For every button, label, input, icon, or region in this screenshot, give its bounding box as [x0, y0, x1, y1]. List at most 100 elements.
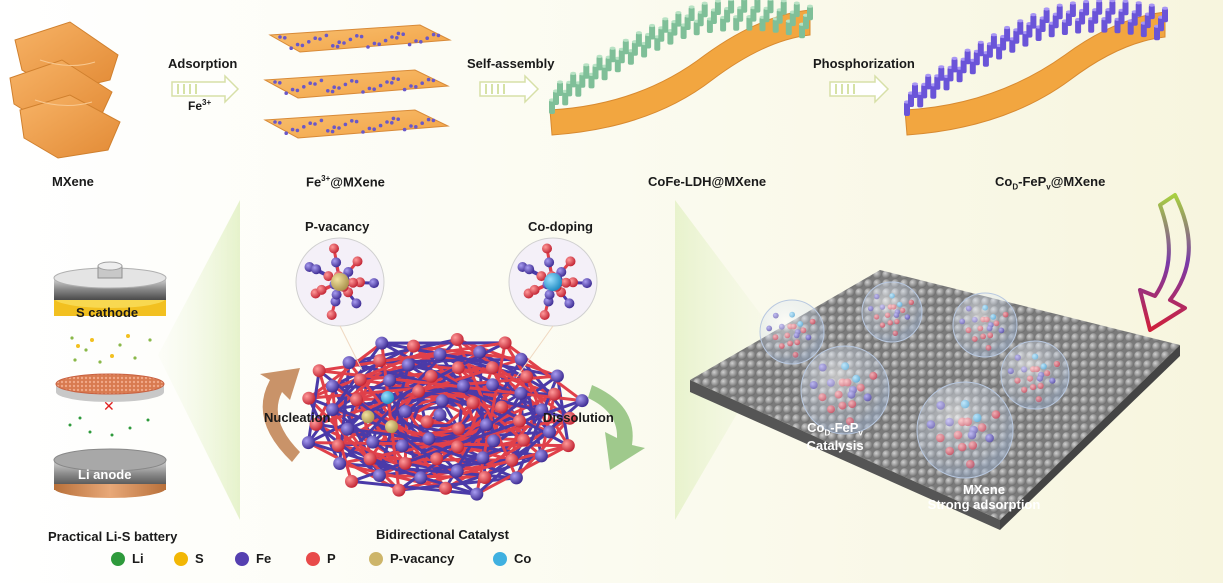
fe-ion-dot: [319, 118, 324, 123]
mxene-surface-illustration: [690, 270, 1180, 530]
catalyst-bubble: [952, 292, 1018, 358]
pillar-top: [622, 38, 629, 42]
fe-ion-dot: [283, 36, 287, 40]
pillar-top: [1017, 19, 1024, 23]
arrow-adsorption-sublabel: Fe3+: [188, 98, 212, 113]
catalyst-bubble: [800, 345, 890, 435]
fe-ion-dot: [431, 78, 436, 83]
fe-ion-dot: [378, 83, 383, 88]
fe-ion-dot: [331, 44, 335, 48]
pillar: [649, 25, 656, 40]
legend-markers: [111, 552, 507, 566]
atom: [534, 449, 548, 463]
fe-ion-dot: [337, 40, 342, 44]
pillar: [1096, 0, 1103, 15]
arrow-phosphorization-label: Phosphorization: [813, 56, 915, 71]
atom: [561, 277, 571, 288]
pillar: [1148, 5, 1155, 20]
li-s-battery-illustration: ✕: [53, 261, 167, 498]
pillar: [1069, 3, 1076, 17]
pillar: [570, 73, 577, 88]
bubble-shell: [800, 345, 890, 435]
fe-ion-dot: [372, 127, 377, 131]
fe-ion-dot: [313, 36, 318, 40]
pillar-top: [662, 17, 669, 21]
fe-ion-dot: [378, 123, 383, 128]
step-fe-mxene-label: Fe3+@MXene: [306, 174, 385, 190]
nucleation-label: Nucleation: [264, 410, 331, 425]
fe-ion-dot: [367, 86, 372, 91]
fe-ion-dot: [377, 42, 382, 46]
atom: [487, 434, 501, 448]
fe-ion-dot: [426, 117, 431, 122]
pillar: [1162, 8, 1168, 23]
fe-ion-dot: [350, 79, 354, 83]
fe-ion-dot: [273, 80, 277, 84]
fe-ion-dot: [385, 120, 389, 124]
bond: [475, 342, 507, 495]
pillar: [964, 50, 971, 65]
pillar-top: [1083, 0, 1090, 4]
fe-ion-dot: [355, 34, 359, 38]
fe-ion-dot: [308, 121, 313, 125]
pillar: [754, 0, 761, 13]
pillar: [741, 0, 748, 13]
atom: [563, 411, 577, 425]
fe-ion-dot: [290, 127, 295, 132]
atom: [395, 439, 409, 453]
pillar-top: [1069, 1, 1076, 5]
pillar-top: [1043, 7, 1050, 11]
legend-label-p: P: [327, 551, 336, 566]
pillar-top: [1030, 13, 1037, 17]
battery-caption: Practical Li-S battery: [48, 529, 178, 544]
atom: [543, 425, 556, 439]
fe-ion-dot: [390, 81, 394, 85]
atom: [373, 354, 387, 368]
fe-ion-dot: [359, 34, 364, 39]
pillar-top: [688, 5, 695, 9]
atom: [480, 418, 493, 432]
atom: [536, 271, 547, 282]
s-cathode-label: S cathode: [76, 305, 139, 320]
legend-dot-pvacancy: [369, 552, 383, 566]
nucleation-arrow: [260, 368, 300, 462]
bond: [504, 341, 583, 402]
pillar-top: [675, 11, 682, 15]
atom: [401, 358, 415, 372]
atom: [529, 284, 540, 295]
legend-dot-s: [174, 552, 188, 566]
pillar-top: [938, 65, 945, 69]
fe-ion-dot: [295, 128, 300, 133]
atom: [433, 348, 447, 361]
fe-ion-dot: [354, 119, 359, 124]
fe-ion-dot: [390, 35, 394, 39]
atom: [450, 333, 464, 346]
atom: [342, 356, 356, 370]
atom: [353, 373, 367, 387]
atom: [564, 298, 575, 309]
fe-ion-dot: [326, 89, 330, 93]
atom: [331, 289, 342, 300]
atom: [513, 414, 526, 428]
bond: [318, 369, 478, 496]
fe-ion-dot: [407, 42, 412, 47]
atom: [424, 369, 438, 383]
fe-ion-dot: [330, 129, 335, 134]
fe-ion-dot: [431, 118, 436, 123]
fe-mxene-sheets-illustration: [263, 24, 452, 139]
fe-ion-dot: [330, 89, 335, 94]
atom: [301, 436, 315, 450]
fe-ion-dot: [284, 91, 289, 95]
fe-ion-dot: [372, 41, 377, 46]
step-cofe-ldh-label: CoFe-LDH@MXene: [648, 174, 767, 189]
arrow-phosphorization: [829, 74, 890, 104]
fe-ion-dot: [420, 121, 425, 125]
arrow-self-assembly-label: Self-assembly: [467, 56, 555, 71]
atom: [478, 471, 492, 484]
pillar-top: [1122, 0, 1129, 3]
pillar: [1017, 20, 1024, 35]
fe-ion-dot: [414, 125, 418, 129]
atom: [352, 256, 363, 267]
